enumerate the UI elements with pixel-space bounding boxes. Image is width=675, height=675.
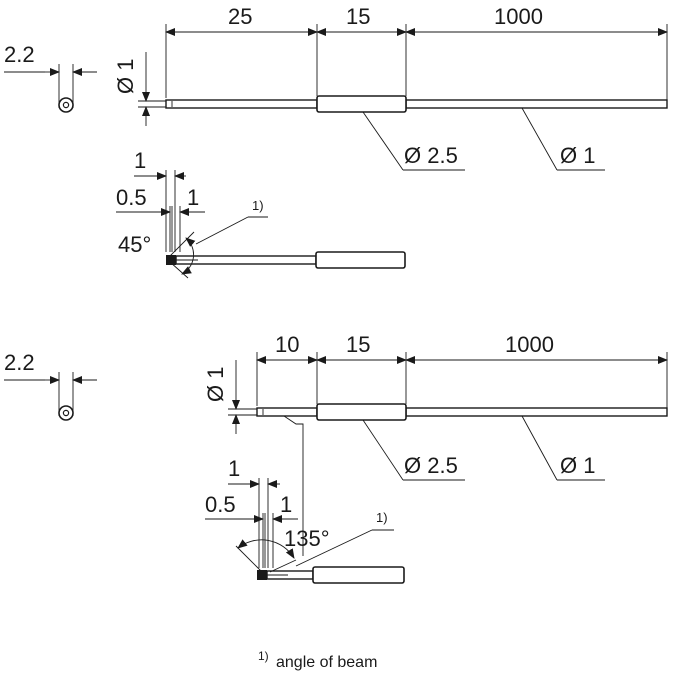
bottom-length-dims: 10 15 1000 — [256, 332, 668, 408]
top-dim-15: 15 — [346, 4, 370, 29]
top-tip-detail: 1 0.5 1 45° 1) — [116, 148, 406, 279]
top-tip-1a: 1 — [134, 148, 146, 173]
top-dim-1000: 1000 — [494, 4, 543, 29]
bottom-dim-10: 10 — [275, 332, 299, 357]
bottom-end-width-label: 2.2 — [4, 350, 35, 375]
footnote-ref: 1) — [258, 649, 269, 663]
top-fiber-dia-label: Ø 1 — [113, 59, 138, 94]
footnote: 1) angle of beam — [258, 649, 377, 671]
bottom-fiber-dia-label: Ø 1 — [203, 367, 228, 402]
top-length-dims: 25 15 1000 — [165, 4, 668, 100]
top-drawing: 2.2 Ø 1 25 15 1000 — [4, 4, 668, 279]
bottom-fiber-body — [256, 403, 668, 421]
bottom-tip-05: 0.5 — [205, 492, 236, 517]
bottom-cable-dia-label: Ø 1 — [560, 453, 595, 478]
footnote-text: angle of beam — [276, 654, 377, 671]
bottom-tip-1a: 1 — [228, 456, 240, 481]
bottom-sleeve-dia-label: Ø 2.5 — [404, 453, 458, 478]
bottom-drawing: 2.2 Ø 1 10 15 1000 — [4, 332, 668, 584]
bottom-tip-detail: 1 0.5 1 135° 1) — [205, 456, 405, 584]
top-tip-1b: 1 — [187, 185, 199, 210]
top-end-view: 2.2 — [4, 42, 97, 113]
bottom-fiber-diameter: Ø 1 — [203, 360, 257, 434]
bottom-dim-1000: 1000 — [505, 332, 554, 357]
bottom-note-ref: 1) — [376, 510, 388, 525]
top-fiber-diameter: Ø 1 — [113, 52, 166, 126]
bottom-angle-label: 135° — [284, 526, 330, 551]
top-leaders: Ø 2.5 Ø 1 — [362, 107, 605, 171]
bottom-tip-1b: 1 — [280, 492, 292, 517]
top-dim-25: 25 — [228, 4, 252, 29]
bottom-end-view: 2.2 — [4, 350, 97, 421]
top-end-width-label: 2.2 — [4, 42, 35, 67]
top-sleeve-dia-label: Ø 2.5 — [404, 143, 458, 168]
top-tip-05: 0.5 — [116, 185, 147, 210]
top-fiber-body — [165, 95, 668, 113]
bottom-dim-15: 15 — [346, 332, 370, 357]
top-cable-dia-label: Ø 1 — [560, 143, 595, 168]
bottom-leaders: Ø 2.5 Ø 1 — [283, 415, 605, 556]
top-angle-label: 45° — [118, 232, 151, 257]
top-note-ref: 1) — [252, 198, 264, 213]
